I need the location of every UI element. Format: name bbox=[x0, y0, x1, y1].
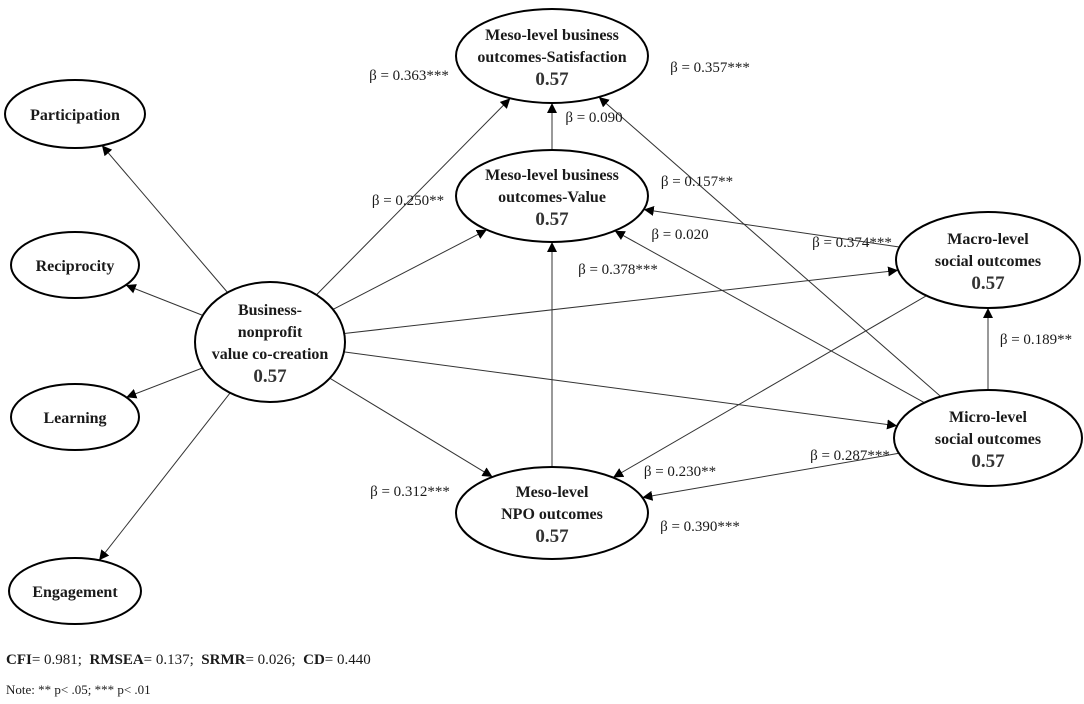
coefficients-layer: β = 0.363*** β = 0.250** β = 0.312*** β = 0… bbox=[369, 60, 1072, 535]
construct-label: Meso-level business bbox=[485, 167, 619, 184]
construct-label: nonprofit bbox=[238, 324, 303, 341]
path-coefficient-micro-to-value: β = 0.020 bbox=[651, 227, 708, 243]
path-arrow-bvc-to-satisfaction bbox=[316, 97, 511, 296]
construct-r2-value: 0.57 bbox=[535, 69, 569, 90]
construct-ellipse bbox=[455, 149, 649, 243]
path-coefficient-bvc-to-micro: β = 0.287*** bbox=[810, 448, 890, 464]
path-coefficient-micro-to-macro: β = 0.189** bbox=[1000, 332, 1072, 348]
path-coefficient-micro-to-npo: β = 0.390*** bbox=[660, 519, 740, 535]
path-arrow-micro-to-npo bbox=[642, 452, 899, 501]
path-arrow-bvc-to-reciprocity bbox=[125, 284, 203, 316]
path-coefficient-bvc-to-value: β = 0.250** bbox=[372, 193, 444, 209]
construct-label: Meso-level business bbox=[485, 27, 619, 44]
path-arrow-macro-to-value bbox=[643, 206, 900, 248]
rmsea-value: = 0.137; bbox=[143, 652, 194, 668]
construct-ellipse bbox=[4, 79, 146, 149]
path-coefficient-bvc-to-npo: β = 0.312*** bbox=[370, 484, 450, 500]
cd-label: CD bbox=[303, 652, 325, 668]
path-arrow-bvc-to-participation bbox=[101, 145, 228, 293]
construct-label: Participation bbox=[30, 107, 120, 124]
construct-label: Engagement bbox=[32, 584, 118, 601]
constructs-layer: ParticipationReciprocityLearningEngageme… bbox=[4, 8, 1083, 625]
path-coefficient-bvc-to-satisfaction: β = 0.363*** bbox=[369, 68, 449, 84]
construct-label: Reciprocity bbox=[36, 258, 115, 275]
path-arrow-bvc-to-learning bbox=[126, 367, 203, 399]
construct-label: Learning bbox=[43, 410, 106, 427]
rmsea-label: RMSEA bbox=[89, 652, 144, 668]
construct-node-participation: Participation bbox=[4, 79, 146, 149]
construct-ellipse bbox=[893, 389, 1083, 487]
model-fit-statistics: CFI= 0.981; RMSEA= 0.137; SRMR= 0.026; C… bbox=[6, 652, 371, 669]
path-coefficient-micro-to-satisfaction: β = 0.357*** bbox=[670, 60, 750, 76]
construct-label: Business- bbox=[238, 302, 302, 319]
construct-ellipse bbox=[10, 383, 140, 451]
construct-ellipse bbox=[455, 8, 649, 104]
construct-node-reciprocity: Reciprocity bbox=[10, 231, 140, 299]
path-coefficient-macro-to-value: β = 0.157** bbox=[661, 174, 733, 190]
significance-note: Note: ** p< .05; *** p< .01 bbox=[6, 682, 151, 697]
construct-r2-value: 0.57 bbox=[535, 526, 569, 547]
path-arrow-bvc-to-micro bbox=[343, 351, 898, 430]
path-diagram: ParticipationReciprocityLearningEngageme… bbox=[4, 8, 1083, 625]
path-arrow-micro-to-value bbox=[614, 230, 925, 404]
path-coefficient-npo-to-value: β = 0.378*** bbox=[578, 262, 658, 278]
paths-layer bbox=[98, 96, 993, 561]
cfi-label: CFI bbox=[6, 652, 32, 668]
construct-r2-value: 0.57 bbox=[971, 273, 1005, 294]
construct-label: outcomes-Satisfaction bbox=[477, 49, 626, 66]
srmr-value: = 0.026; bbox=[245, 652, 296, 668]
path-arrow-macro-to-npo bbox=[612, 295, 927, 478]
construct-label: Meso-level bbox=[516, 484, 589, 501]
path-arrow-micro-to-satisfaction bbox=[598, 96, 942, 397]
construct-node-bvc: Business-nonprofit value co-creation 0.57 bbox=[194, 281, 346, 403]
construct-node-engagement: Engagement bbox=[8, 557, 142, 625]
path-coefficient-bvc-to-macro: β = 0.374*** bbox=[812, 235, 892, 251]
construct-label: Macro-level bbox=[947, 231, 1029, 248]
construct-label: social outcomes bbox=[935, 431, 1041, 448]
construct-ellipse bbox=[8, 557, 142, 625]
construct-label: Micro-level bbox=[949, 409, 1027, 426]
construct-r2-value: 0.57 bbox=[535, 209, 569, 230]
construct-r2-value: 0.57 bbox=[971, 451, 1005, 472]
construct-label: value co-creation bbox=[212, 346, 329, 363]
construct-ellipse bbox=[10, 231, 140, 299]
construct-node-value: Meso-level business outcomes-Value 0.57 bbox=[455, 149, 649, 243]
construct-node-satisfaction: Meso-level business outcomes-Satisfaction… bbox=[455, 8, 649, 104]
construct-ellipse bbox=[455, 466, 649, 560]
construct-ellipse bbox=[895, 211, 1081, 309]
path-coefficient-macro-to-npo: β = 0.230** bbox=[644, 464, 716, 480]
path-arrow-bvc-to-npo bbox=[329, 377, 493, 478]
construct-r2-value: 0.57 bbox=[253, 366, 287, 387]
construct-node-macro: Macro-level social outcomes 0.57 bbox=[895, 211, 1081, 309]
path-arrow-bvc-to-value bbox=[332, 229, 488, 310]
construct-node-learning: Learning bbox=[10, 383, 140, 451]
cfi-value: = 0.981; bbox=[31, 652, 82, 668]
cd-value: = 0.440 bbox=[324, 652, 371, 668]
construct-node-micro: Micro-level social outcomes 0.57 bbox=[893, 389, 1083, 487]
path-arrow-bvc-to-macro bbox=[344, 266, 899, 334]
construct-ellipse bbox=[194, 281, 346, 403]
path-coefficient-value-to-satisfaction: β = 0.090 bbox=[565, 110, 622, 126]
construct-label: social outcomes bbox=[935, 253, 1041, 270]
construct-label: NPO outcomes bbox=[501, 506, 603, 523]
path-arrow-bvc-to-engagement bbox=[98, 392, 231, 561]
srmr-label: SRMR bbox=[201, 652, 246, 668]
construct-label: outcomes-Value bbox=[498, 189, 606, 206]
